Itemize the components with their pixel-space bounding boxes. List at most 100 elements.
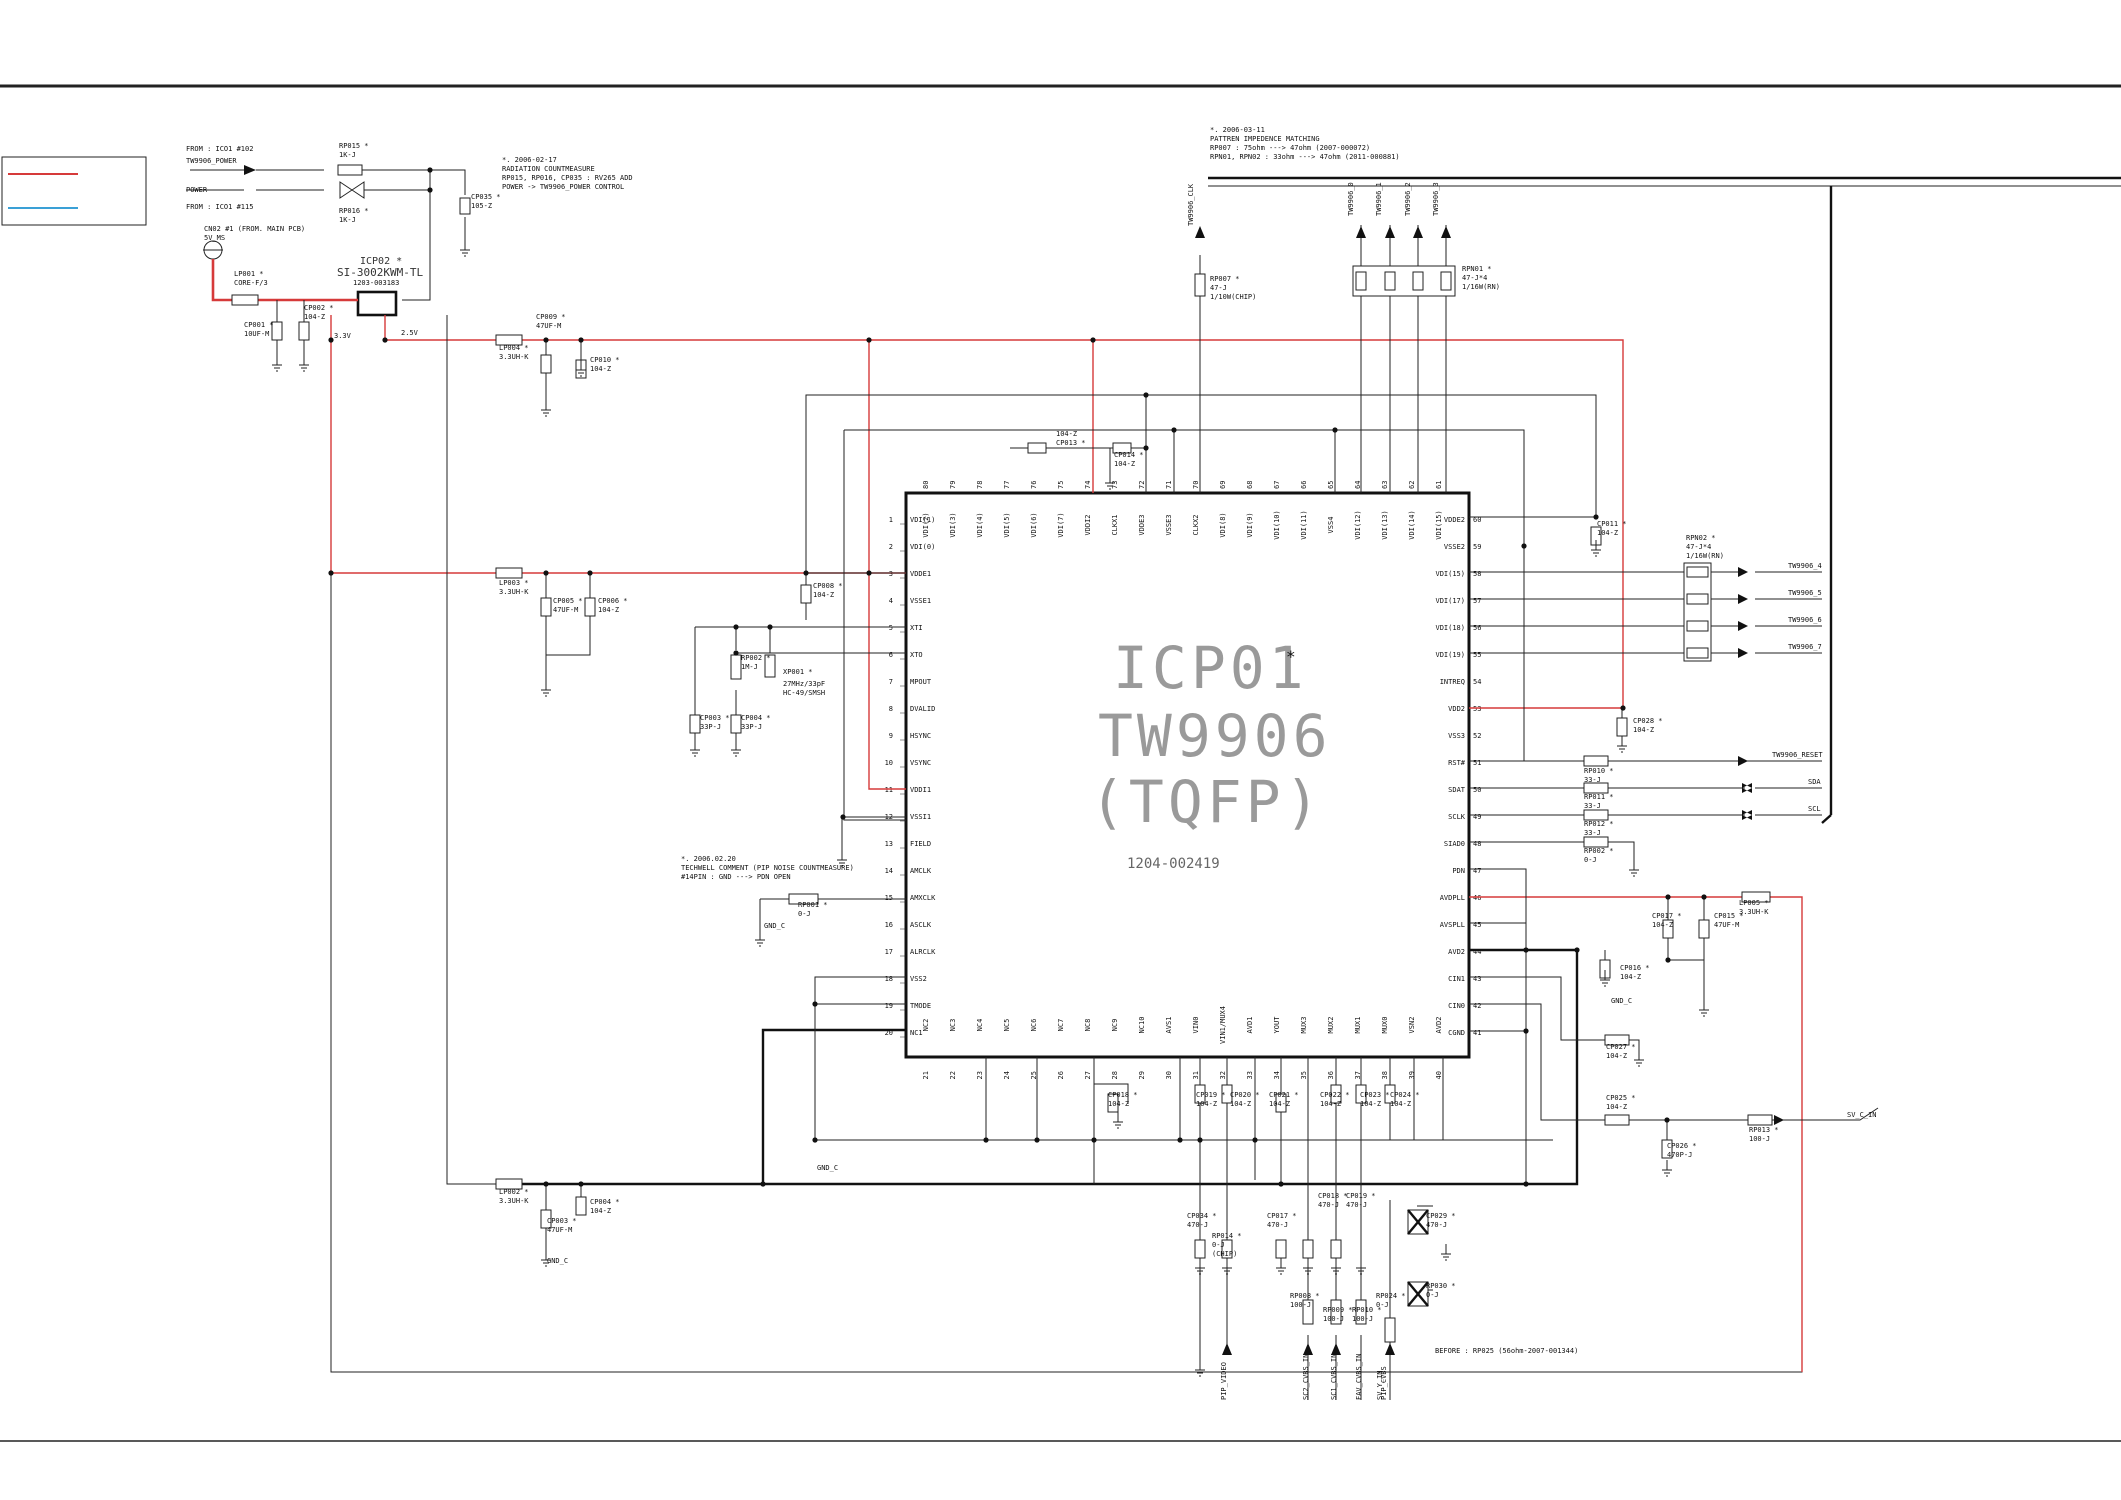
component-label: 104-Z xyxy=(304,313,325,321)
resistor-rp007 xyxy=(1194,273,1206,297)
component-label: TW9906_6 xyxy=(1788,616,1822,624)
component-label: CP017 * xyxy=(1267,1212,1297,1220)
component-label: GND_C xyxy=(764,922,785,930)
resistor-network-rpn01 xyxy=(1352,265,1456,297)
pin-label: VDDE1 xyxy=(910,570,931,578)
junction-dot xyxy=(1664,1117,1670,1123)
pin-label: CIN0 xyxy=(1448,1002,1465,1010)
junction-dot xyxy=(760,1181,766,1187)
inductor-lp005 xyxy=(1741,891,1771,903)
pin-number: 38 xyxy=(1381,1071,1389,1079)
component-label: SDA xyxy=(1808,778,1821,786)
component-label: 27MHz/33pF xyxy=(783,680,825,688)
unmounted-part-rp030 xyxy=(1407,1281,1429,1307)
pin-number: 35 xyxy=(1300,1071,1308,1079)
pin-label: VSS2 xyxy=(910,975,927,983)
component-label: TW9906_3 xyxy=(1432,182,1440,216)
pin-label: VDI(11) xyxy=(1300,510,1308,540)
pin-label: VDI(0) xyxy=(910,543,935,551)
ground-icon xyxy=(299,355,309,372)
pin-number: 28 xyxy=(1111,1071,1119,1079)
pin-label: NC8 xyxy=(1084,1019,1092,1032)
pin-label: VDI(15) xyxy=(1435,570,1465,578)
capacitor-cp022 xyxy=(1330,1084,1342,1104)
component-label: XP001 * xyxy=(783,668,813,676)
capacitor-cp018b xyxy=(1302,1239,1314,1259)
note-impedance: *. 2006-03-11 PATTREN IMPEDENCE MATCHING… xyxy=(1210,126,1400,161)
component-label: 3.3UH-K xyxy=(1739,908,1769,916)
pin-number: 42 xyxy=(1473,1002,1481,1010)
svg-text:TECHWELL COMMENT (PIP NOISE CO: TECHWELL COMMENT (PIP NOISE COUNTMEASURE… xyxy=(681,864,854,872)
junction-dot xyxy=(767,624,773,630)
pin-label: AVD1 xyxy=(1246,1017,1254,1034)
pin-label: YOUT xyxy=(1273,1016,1281,1034)
pin-number: 24 xyxy=(1003,1071,1011,1079)
junction-dot xyxy=(1665,894,1671,900)
resistor-network-rpn02 xyxy=(1683,562,1712,662)
component-label: 104-Z xyxy=(1196,1100,1217,1108)
component-label: FAV_CVBS_IN xyxy=(1355,1354,1363,1400)
pin-label: VSS4 xyxy=(1327,517,1335,534)
pin-number: 8 xyxy=(889,705,893,713)
pin-label: VSSE2 xyxy=(1444,543,1465,551)
component-label: TW9906_CLK xyxy=(1187,183,1195,226)
chip-package: (TQFP) xyxy=(1090,768,1324,836)
component-label: FROM : ICO1 #115 xyxy=(186,203,253,211)
component-label: 47UF-M xyxy=(547,1226,572,1234)
component-label: 470-J xyxy=(1426,1221,1447,1229)
pin-number: 76 xyxy=(1030,481,1038,489)
pin-label: NC4 xyxy=(976,1019,984,1032)
pin-number: 71 xyxy=(1165,481,1173,489)
component-label: 1K-J xyxy=(339,216,356,224)
pin-label: VSN2 xyxy=(1408,1017,1416,1034)
component-label: LP003 * xyxy=(499,579,529,587)
pin-number: 29 xyxy=(1138,1071,1146,1079)
pin-number: 72 xyxy=(1138,481,1146,489)
pin-label: CIN1 xyxy=(1448,975,1465,983)
ground-icon xyxy=(1331,1258,1341,1275)
pin-number: 77 xyxy=(1003,481,1011,489)
capacitor-cp014 xyxy=(1112,442,1132,454)
wire-legend xyxy=(1,156,147,226)
components xyxy=(231,164,1773,1343)
capacitor-cp018 xyxy=(1107,1093,1119,1113)
junction-dot xyxy=(578,1181,584,1187)
ground-icon xyxy=(272,355,282,372)
pin-label: VSS3 xyxy=(1448,732,1465,740)
component-label: CP023 * xyxy=(1360,1091,1390,1099)
component-label: CP003 * xyxy=(700,714,730,722)
component-label: 100-J xyxy=(1749,1135,1770,1143)
pin-number: 46 xyxy=(1473,894,1481,902)
capacitor-cp003b xyxy=(540,1209,552,1229)
junction-dot xyxy=(1090,337,1096,343)
junction-dot xyxy=(328,570,334,576)
pin-label: VSSE1 xyxy=(910,597,931,605)
component-label: POWER xyxy=(186,186,208,194)
capacitor-cp004 xyxy=(730,714,742,734)
crystal-xp001 xyxy=(764,654,776,678)
junction-dots xyxy=(328,167,1707,1187)
chip-right-pins: 60VDDE259VSSE258VDI(15)57VDI(17)56VDI(18… xyxy=(1435,516,1481,1037)
pin-label: VDDE2 xyxy=(1444,516,1465,524)
pin-label: VDI(6) xyxy=(1030,512,1038,537)
component-label: GND_C xyxy=(817,1164,838,1172)
inductor-lp002 xyxy=(495,1178,523,1190)
svg-text:RADIATION COUNTMEASURE: RADIATION COUNTMEASURE xyxy=(502,165,595,173)
pin-label: MPOUT xyxy=(910,678,932,686)
pin-number: 60 xyxy=(1473,516,1481,524)
component-label: SC1_CVBS_IN xyxy=(1330,1354,1338,1400)
component-label: RP008 * xyxy=(1290,1292,1320,1300)
junction-dot xyxy=(866,570,872,576)
pin-number: 47 xyxy=(1473,867,1481,875)
component-label: CP014 * xyxy=(1114,451,1144,459)
component-label: 104-Z xyxy=(1597,529,1618,537)
component-label: RP016 * xyxy=(339,207,369,215)
pin-number: 79 xyxy=(949,481,957,489)
component-label: 1/16W(RN) xyxy=(1462,283,1500,291)
junction-dot xyxy=(733,624,739,630)
component-label: 33-J xyxy=(1584,829,1601,837)
junction-dot xyxy=(1143,445,1149,451)
pin-number: 66 xyxy=(1300,481,1308,489)
pin-label: CLKX1 xyxy=(1111,514,1119,535)
